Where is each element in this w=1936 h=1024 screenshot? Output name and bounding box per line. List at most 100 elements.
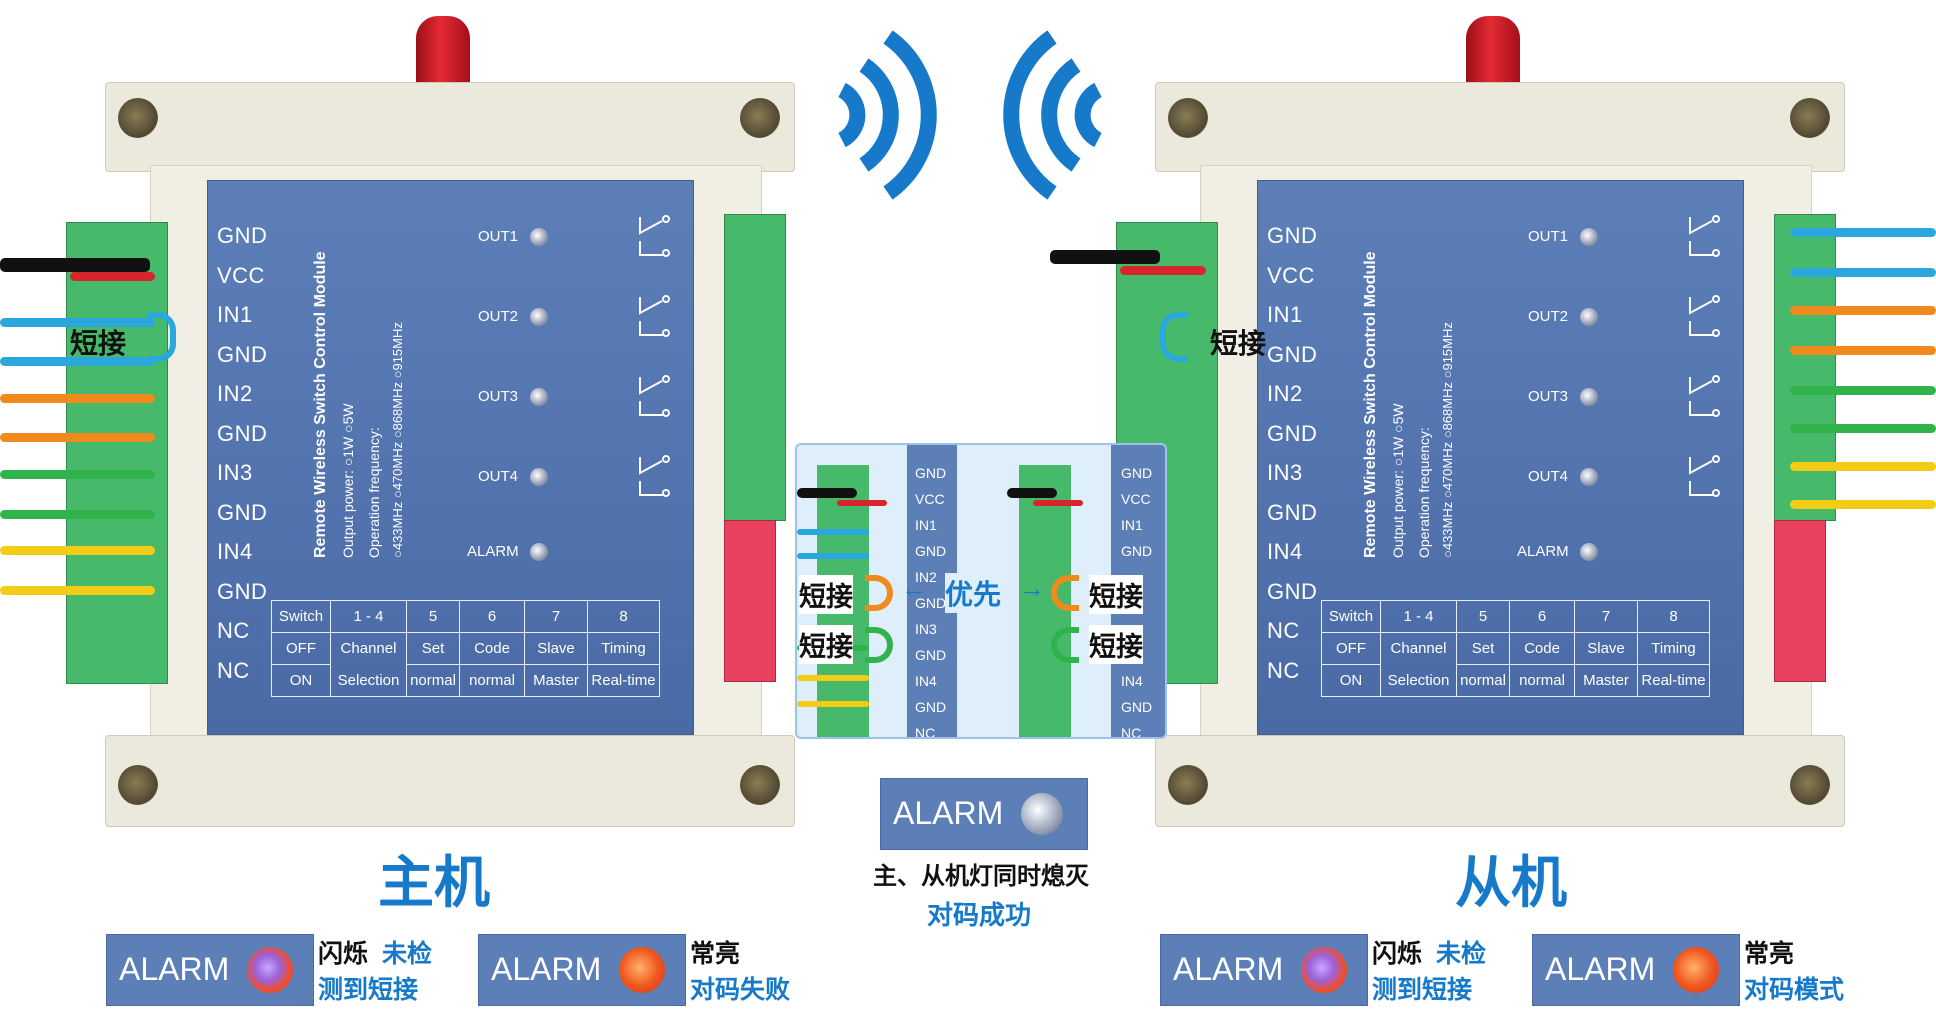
wire-yellow bbox=[0, 546, 155, 555]
dip-setting-table: Switch 1 - 4 5 6 7 8 OFF Channel Set Cod… bbox=[271, 600, 660, 697]
led-blink-icon bbox=[1301, 947, 1347, 993]
short-label: 短接 bbox=[1210, 328, 1267, 359]
relay-icon bbox=[1689, 455, 1720, 497]
wire-green bbox=[1790, 424, 1936, 433]
inset-pin: GND bbox=[915, 699, 947, 715]
inset-pin: NC bbox=[1121, 725, 1142, 739]
inset-pin: VCC bbox=[915, 491, 945, 507]
frequency-options: ○433MHz ○470MHz ○868MHz ○915MHz bbox=[390, 322, 405, 558]
antenna-icon bbox=[416, 16, 470, 88]
output-power: Output power: ○1W ○5W bbox=[1390, 403, 1406, 558]
relay-icon bbox=[639, 215, 670, 257]
led-icon bbox=[530, 468, 548, 486]
table-cell: 7 bbox=[524, 600, 588, 633]
table-cell: 1 - 4 bbox=[1380, 600, 1457, 633]
inset-pin: NC bbox=[915, 725, 936, 739]
mount-hole-icon bbox=[1790, 765, 1830, 805]
short-jumper-icon bbox=[1051, 575, 1079, 611]
dip-setting-table: Switch 1 - 4 5 6 7 8 OFF Channel Set Cod… bbox=[1321, 600, 1710, 697]
table-cell: normal bbox=[459, 664, 525, 697]
short-label: 短接 bbox=[1089, 625, 1143, 664]
relay-icon bbox=[1689, 295, 1720, 337]
output-label: OUT2 bbox=[478, 308, 519, 325]
table-cell: Switch bbox=[271, 600, 331, 633]
pin-label: GND bbox=[1267, 223, 1318, 248]
status-steady-desc: 对码失败 bbox=[690, 976, 791, 1004]
wire-blue bbox=[1790, 268, 1936, 277]
table-cell: Slave bbox=[524, 632, 588, 665]
mount-hole-icon bbox=[118, 98, 158, 138]
status-blink-desc: 未检 bbox=[382, 940, 433, 968]
master-title: 主机 bbox=[378, 851, 490, 914]
input-terminal-block bbox=[66, 222, 168, 684]
wire-yellow bbox=[797, 675, 869, 681]
antenna-icon bbox=[1466, 16, 1520, 88]
table-cell: 5 bbox=[1456, 600, 1510, 633]
frequency-label: Operation frequency: bbox=[366, 427, 382, 558]
relay-icon bbox=[1689, 215, 1720, 257]
wire-orange bbox=[1790, 306, 1936, 315]
slave-title: 从机 bbox=[1455, 851, 1567, 914]
wire-yellow bbox=[0, 586, 155, 595]
wire-black bbox=[1050, 250, 1160, 264]
alarm-off-indicator: ALARM bbox=[880, 778, 1088, 850]
led-icon bbox=[530, 543, 548, 561]
table-cell: 8 bbox=[1637, 600, 1710, 633]
wire-blue bbox=[1790, 228, 1936, 237]
wire-black bbox=[0, 258, 150, 272]
led-icon bbox=[1580, 308, 1598, 326]
mount-hole-icon bbox=[1790, 98, 1830, 138]
output-label: OUT3 bbox=[1528, 388, 1569, 405]
pin-label: VCC bbox=[217, 263, 265, 288]
pin-label: GND bbox=[217, 500, 268, 525]
wire-orange bbox=[1790, 346, 1936, 355]
inset-pin: GND bbox=[1121, 543, 1153, 559]
alarm-label: ALARM bbox=[1545, 951, 1656, 987]
table-cell: ON bbox=[1321, 664, 1381, 697]
table-cell: Real-time bbox=[1637, 664, 1710, 697]
led-icon bbox=[1580, 543, 1598, 561]
module-title: Remote Wireless Switch Control Module bbox=[1362, 251, 1379, 558]
output-label: OUT4 bbox=[478, 468, 519, 485]
led-blink-icon bbox=[247, 947, 293, 993]
wire-yellow bbox=[797, 701, 869, 707]
inset-pin: IN4 bbox=[1121, 673, 1143, 689]
relay-icon bbox=[1689, 375, 1720, 417]
table-cell: ON bbox=[271, 664, 331, 697]
table-cell: 6 bbox=[459, 600, 525, 633]
status-steady-desc: 对码模式 bbox=[1744, 976, 1845, 1004]
wiring-inset: GND VCC IN1 GND IN2 GND IN3 GND IN4 GND … bbox=[795, 443, 1167, 739]
pin-label: IN3 bbox=[217, 460, 253, 485]
pin-label: GND bbox=[1267, 342, 1318, 367]
wifi-signal-icon bbox=[837, 30, 1103, 200]
led-icon bbox=[530, 228, 548, 246]
din-rail-top bbox=[1155, 82, 1845, 172]
output-label: OUT4 bbox=[1528, 468, 1569, 485]
wire-blue bbox=[0, 357, 155, 366]
inset-pin: GND bbox=[915, 465, 947, 481]
table-cell: Code bbox=[1509, 632, 1575, 665]
pin-label: NC bbox=[217, 618, 250, 643]
table-cell: 5 bbox=[406, 600, 460, 633]
relay-icon bbox=[639, 295, 670, 337]
pin-label: IN4 bbox=[217, 539, 253, 564]
table-cell: 6 bbox=[1509, 600, 1575, 633]
output-terminal-block bbox=[1774, 214, 1836, 521]
short-jumper-icon bbox=[865, 627, 893, 663]
led-icon bbox=[1580, 468, 1598, 486]
table-cell: Set bbox=[1456, 632, 1510, 665]
alarm-label: ALARM bbox=[119, 951, 230, 987]
short-jumper-icon bbox=[865, 575, 893, 611]
output-label: OUT3 bbox=[478, 388, 519, 405]
pin-label: IN1 bbox=[217, 302, 253, 327]
short-label: 短接 bbox=[799, 625, 853, 664]
module-title: Remote Wireless Switch Control Module bbox=[312, 251, 329, 558]
output-label: OUT1 bbox=[1528, 228, 1569, 245]
inset-pin: GND bbox=[1121, 699, 1153, 715]
pin-label: GND bbox=[217, 342, 268, 367]
pin-label: IN2 bbox=[1267, 381, 1303, 406]
arrow-left-icon: ← bbox=[901, 573, 927, 603]
wire-black bbox=[1007, 488, 1057, 498]
mount-hole-icon bbox=[1168, 98, 1208, 138]
wire-green bbox=[0, 510, 155, 519]
